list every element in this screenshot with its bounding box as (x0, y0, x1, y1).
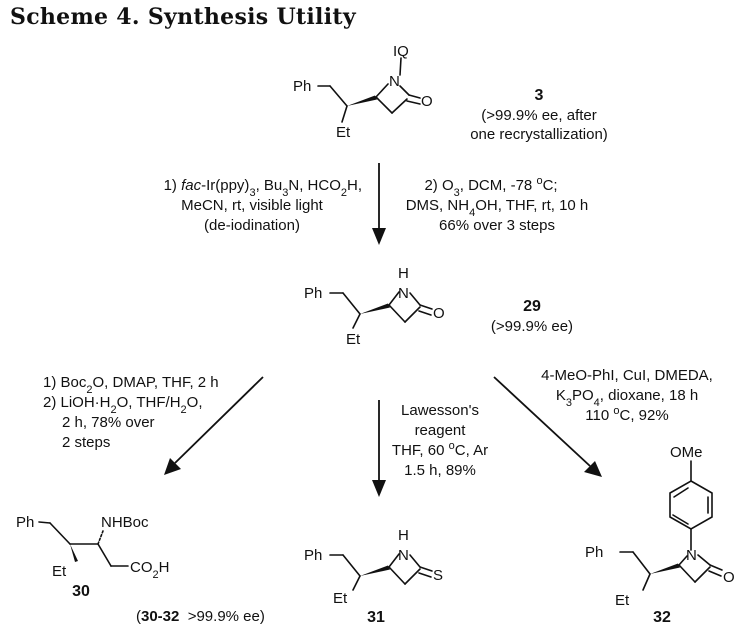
compound-3-structure (317, 57, 421, 123)
atom-co2h: CO2H (130, 559, 169, 581)
atom-et: Et (346, 331, 361, 348)
atom-h: H (398, 527, 409, 544)
compound-30-structure (38, 521, 129, 567)
cond31-line2: reagent (415, 422, 467, 439)
step2-conditions-line3: 66% over 3 steps (439, 217, 555, 234)
step1-conditions-line2: MeCN, rt, visible light (181, 197, 324, 214)
cond30-line3: 2 h, 78% over (62, 414, 155, 431)
atom-et: Et (336, 124, 351, 141)
arrowhead-29-to-30 (164, 458, 181, 475)
cond30-line2: 2) LiOH·H2O, THF/H2O, (43, 394, 203, 416)
arrowhead-3-to-29 (372, 228, 386, 245)
atom-ome: OMe (670, 444, 703, 461)
atom-o: O (421, 93, 433, 110)
atom-ph: Ph (16, 514, 34, 531)
cond31-line4: 1.5 h, 89% (404, 462, 476, 479)
compound-label-31: 31 (367, 609, 385, 626)
compound-3-recryst-note: one recrystallization) (470, 126, 608, 143)
compound-31-structure (329, 553, 433, 591)
arrowhead-29-to-32 (584, 461, 602, 477)
atom-et: Et (333, 590, 348, 607)
footer-ee-note: (30-32 >99.9% ee) (136, 608, 265, 625)
atom-s: S (433, 567, 443, 584)
atom-nhboc: NHBoc (101, 514, 149, 531)
atom-n: N (398, 547, 409, 564)
atom-et: Et (52, 563, 67, 580)
cond32-line2: K3PO4, dioxane, 18 h (556, 387, 698, 409)
compound-32-structure (619, 460, 723, 591)
atom-o: O (433, 305, 445, 322)
atom-ph: Ph (585, 544, 603, 561)
atom-ph: Ph (304, 547, 322, 564)
atom-n: N (389, 73, 400, 90)
atom-et: Et (615, 592, 630, 609)
compound-label-32: 32 (653, 609, 671, 626)
compound-label-30: 30 (72, 583, 90, 600)
compound-29-structure (329, 291, 433, 329)
atom-h: H (398, 265, 409, 282)
compound-29-ee-note: (>99.9% ee) (491, 318, 573, 335)
atom-o: O (723, 569, 735, 586)
compound-label-29: 29 (523, 298, 541, 315)
compound-3-ee-note: (>99.9% ee, after (481, 107, 597, 124)
cond32-line3: 110 oC, 92% (585, 405, 668, 424)
step1-conditions-line3: (de-iodination) (204, 217, 300, 234)
cond31-line3: THF, 60 oC, Ar (392, 440, 488, 459)
atom-iq: IQ (393, 43, 409, 60)
atom-ph: Ph (293, 78, 311, 95)
cond31-line1: Lawesson's (401, 402, 479, 419)
atom-ph: Ph (304, 285, 322, 302)
atom-n: N (686, 547, 697, 564)
cond30-line1: 1) Boc2O, DMAP, THF, 2 h (43, 374, 219, 396)
cond30-line4: 2 steps (62, 434, 110, 451)
reaction-arrow-29-to-32 (493, 376, 591, 467)
reaction-arrow-29-to-30 (174, 376, 264, 464)
step1-conditions-line1: 1) fac-Ir(ppy)3, Bu3N, HCO2H, (164, 177, 362, 199)
step2-conditions-line2: DMS, NH4OH, THF, rt, 10 h (406, 197, 589, 219)
scheme-title: Scheme 4. Synthesis Utility (10, 4, 356, 30)
cond32-line1: 4-MeO-PhI, CuI, DMEDA, (541, 367, 713, 384)
compound-label-3: 3 (535, 87, 544, 104)
arrowhead-29-to-31 (372, 480, 386, 497)
step2-conditions-line1: 2) O3, DCM, -78 oC; (424, 175, 557, 199)
atom-n: N (398, 285, 409, 302)
